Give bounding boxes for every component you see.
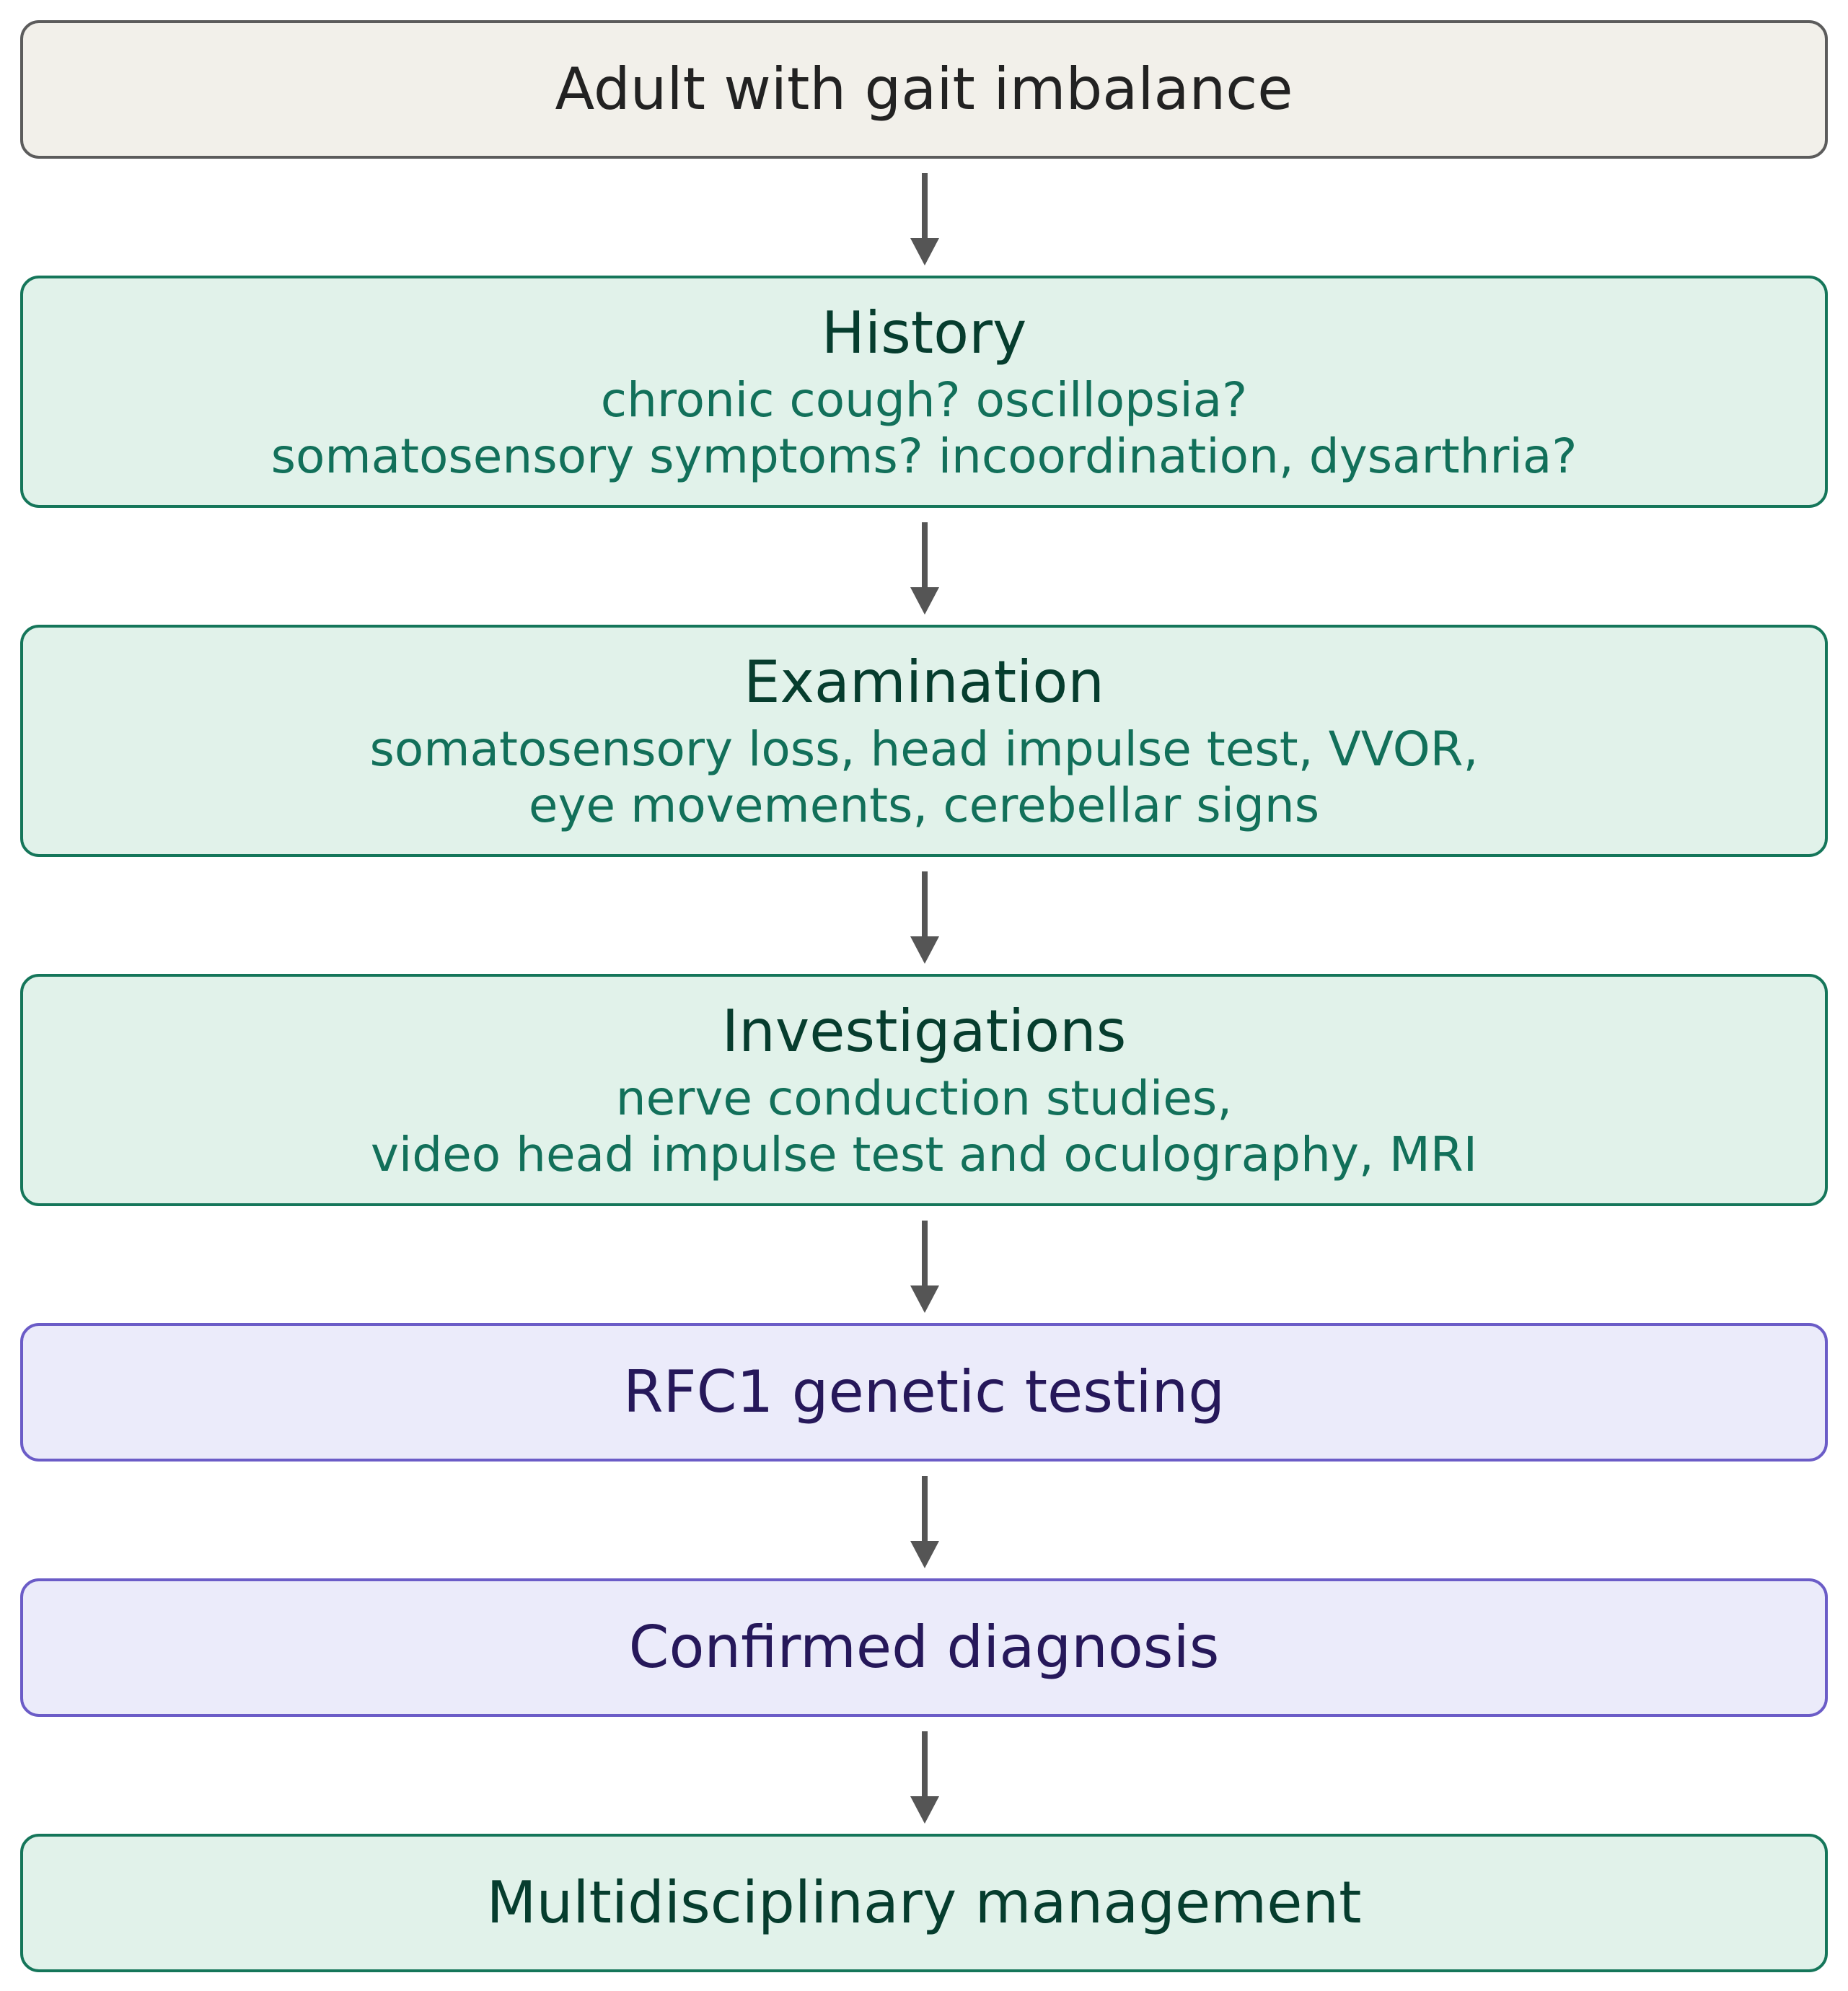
examination-title: Examination xyxy=(743,649,1105,716)
genetic-testing-title: RFC1 genetic testing xyxy=(622,1358,1226,1425)
investigations-line-2: video head impulse test and oculography,… xyxy=(370,1127,1478,1182)
diagnosis-box: Confirmed diagnosis xyxy=(20,1578,1828,1717)
arrow-down-icon xyxy=(910,1731,939,1824)
start-box: Adult with gait imbalance xyxy=(20,20,1828,159)
investigations-title: Investigations xyxy=(721,998,1127,1065)
arrow-down-icon xyxy=(910,522,939,615)
arrow-down-icon xyxy=(910,871,939,964)
history-title: History xyxy=(821,299,1027,366)
arrow-down-icon xyxy=(910,1476,939,1568)
examination-box: Examination somatosensory loss, head imp… xyxy=(20,625,1828,857)
history-box: History chronic cough? oscillopsia? soma… xyxy=(20,276,1828,508)
examination-line-2: eye movements, cerebellar signs xyxy=(528,778,1320,833)
investigations-line-1: nerve conduction studies, xyxy=(615,1071,1233,1126)
management-title: Multidisciplinary management xyxy=(486,1869,1362,1936)
examination-line-1: somatosensory loss, head impulse test, V… xyxy=(369,721,1479,777)
history-line-1: chronic cough? oscillopsia? xyxy=(600,372,1248,428)
start-title: Adult with gait imbalance xyxy=(555,56,1293,123)
investigations-box: Investigations nerve conduction studies,… xyxy=(20,974,1828,1206)
arrow-down-icon xyxy=(910,173,939,265)
genetic-testing-box: RFC1 genetic testing xyxy=(20,1323,1828,1462)
diagnosis-title: Confirmed diagnosis xyxy=(628,1614,1220,1681)
arrow-down-icon xyxy=(910,1221,939,1313)
management-box: Multidisciplinary management xyxy=(20,1834,1828,1972)
history-line-2: somatosensory symptoms? incoordination, … xyxy=(270,428,1578,484)
